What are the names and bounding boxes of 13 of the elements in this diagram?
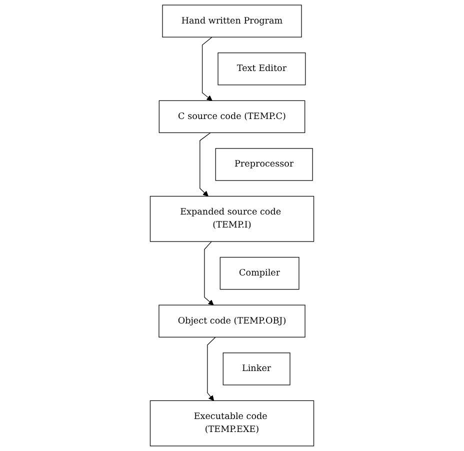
arrow xyxy=(204,241,214,306)
node-box xyxy=(162,4,302,38)
node-box xyxy=(218,52,306,86)
node-box xyxy=(158,304,306,338)
arrow xyxy=(202,36,212,101)
arrow xyxy=(200,132,211,196)
node-box xyxy=(158,100,306,134)
node-box xyxy=(215,148,313,181)
node-box xyxy=(220,256,300,290)
node-box xyxy=(222,352,290,386)
arrow xyxy=(207,336,216,401)
node-box xyxy=(150,196,314,242)
node-box xyxy=(150,400,314,446)
